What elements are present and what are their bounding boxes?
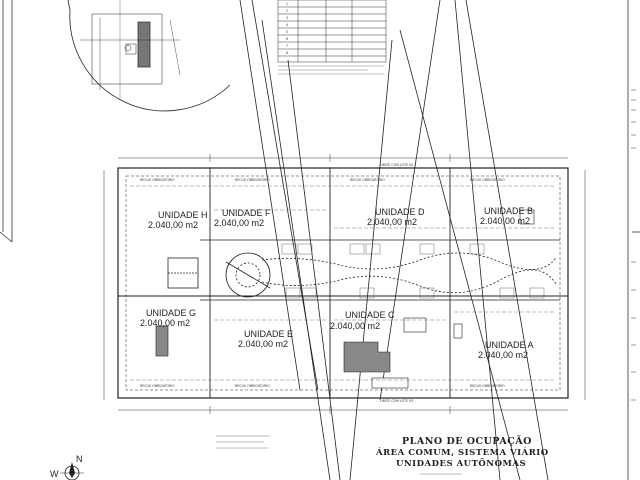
unit-divisions — [118, 168, 568, 398]
unit-d-name: UNIDADE D — [375, 207, 425, 217]
table-row-label: 8 — [286, 51, 288, 55]
unit-e-area: 2.040,00 m2 — [238, 339, 288, 349]
drawing-subtitle-1: ÁREA COMUM, SISTEMA VIÁRIO — [375, 446, 549, 458]
unit-f-name: UNIDADE F — [222, 208, 271, 218]
setback-label-6: RECUO OBRIGATÓRIO — [235, 383, 270, 388]
table-notes — [278, 65, 384, 75]
unit-h-name: UNIDADE H — [158, 210, 208, 220]
unit-e-name: UNIDADE E — [244, 329, 293, 339]
unit-b-name: UNIDADE B — [484, 206, 533, 216]
compass-west-label: W — [50, 469, 59, 479]
buildings — [155, 209, 535, 389]
site-boundary — [117, 167, 569, 399]
dimension-lines — [103, 154, 586, 414]
setback-lines — [130, 185, 556, 381]
table-row-label: 6 — [286, 37, 288, 41]
drawing-subtitle-2: UNIDADES AUTÔNOMAS — [396, 457, 526, 469]
table-row-label: 2 — [286, 9, 288, 13]
area-table — [277, 0, 387, 63]
setback-label-2: RECUO OBRIGATÓRIO — [235, 177, 270, 182]
right-margin-notes — [631, 89, 636, 401]
unit-b-area: 2.040,00 m2 — [480, 216, 530, 226]
table-row-label: 7 — [286, 44, 288, 48]
unit-g-name: UNIDADE G — [146, 308, 196, 318]
unit-c-name: UNIDADE C — [345, 310, 395, 320]
table-row-label: 5 — [286, 30, 288, 34]
internal-road — [167, 239, 560, 301]
setback-label-3: RECUO OBRIGATÓRIO — [350, 177, 385, 182]
unit-c-area: 2.040,00 m2 — [330, 321, 380, 331]
setback-label-5: RECUO OBRIGATÓRIO — [140, 383, 175, 388]
area-table-row-labels: 1 2 3 4 5 6 7 8 — [286, 2, 288, 55]
detail-circle — [67, 0, 231, 112]
setback-label-4: RECUO OBRIGATÓRIO — [470, 177, 505, 182]
roundabout — [225, 252, 271, 298]
bottom-boundary-label: LIMITE COM LOTE 03 — [380, 399, 413, 403]
notes-block — [216, 435, 270, 449]
unit-f-area: 2.040,00 m2 — [214, 218, 264, 228]
table-row-label: 1 — [286, 2, 288, 6]
north-arrow-icon — [60, 462, 84, 480]
unit-a-name: UNIDADE A — [485, 340, 534, 350]
table-row-label: 4 — [286, 23, 288, 27]
parking-slots — [281, 243, 545, 299]
unit-g-area: 2.040,00 m2 — [140, 318, 190, 328]
unit-d-area: 2.040,00 m2 — [367, 217, 417, 227]
unit-a-area: 2.040,00 m2 — [478, 350, 528, 360]
setback-label-7: RECUO OBRIGATÓRIO — [470, 383, 505, 388]
unit-h-area: 2.040,00 m2 — [148, 220, 198, 230]
setback-label-1: RECUO OBRIGATÓRIO — [140, 177, 175, 182]
compass-north-label: N — [76, 454, 83, 464]
top-boundary-label: LIMITE COM LOTE 04 — [380, 163, 413, 167]
drawing-title: PLANO DE OCUPAÇÃO — [402, 435, 532, 447]
table-row-label: 3 — [286, 16, 288, 20]
